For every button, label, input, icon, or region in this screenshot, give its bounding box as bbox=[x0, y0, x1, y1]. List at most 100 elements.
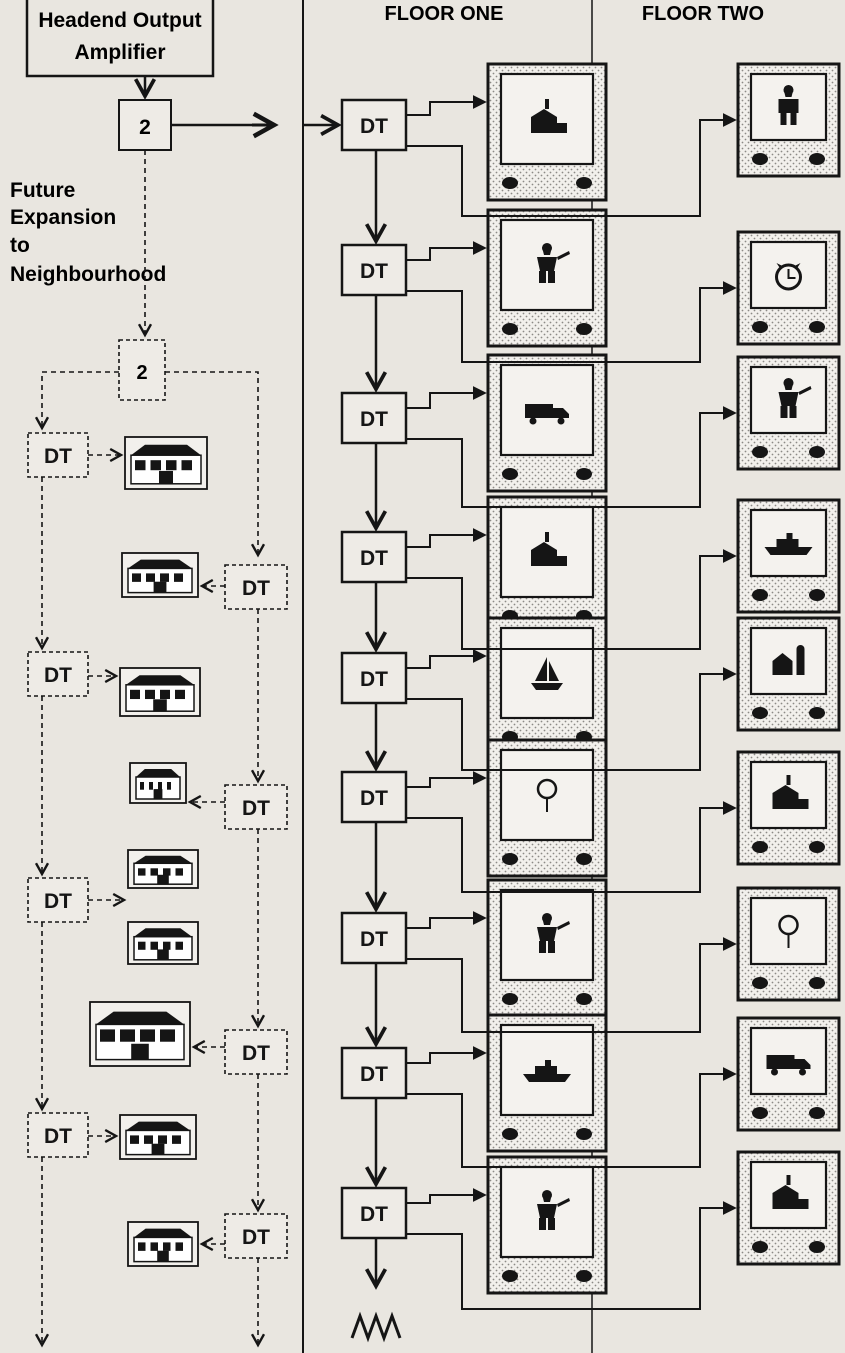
house-door bbox=[151, 1143, 165, 1155]
future-line4: Neighbourhood bbox=[10, 263, 166, 286]
floor-one-tv-4 bbox=[486, 495, 608, 635]
tv-knob-right bbox=[576, 1128, 592, 1140]
future-left-tap-2: DT bbox=[27, 651, 89, 697]
tap-box bbox=[224, 564, 288, 610]
house-roof bbox=[134, 1228, 193, 1238]
splitter-1 bbox=[118, 99, 172, 151]
house-icon bbox=[89, 1001, 191, 1067]
ship-icon bbox=[764, 533, 813, 555]
floor-one-tv-5 bbox=[486, 616, 608, 756]
house-icon bbox=[127, 849, 199, 889]
tv-knob-right bbox=[576, 468, 592, 480]
house-door bbox=[159, 470, 173, 484]
house-window bbox=[160, 1029, 175, 1042]
future-left-tap-4: DT bbox=[27, 1112, 89, 1158]
house-icon bbox=[127, 1221, 199, 1267]
tap-box bbox=[27, 877, 89, 923]
house-window bbox=[140, 782, 144, 790]
tap-box bbox=[340, 243, 408, 297]
house-window bbox=[138, 1242, 146, 1251]
house-roof bbox=[134, 855, 193, 864]
tv-knob-right bbox=[809, 707, 825, 719]
floor-one-tv-8 bbox=[486, 1013, 608, 1153]
tap-to-tv2-line bbox=[406, 113, 737, 217]
tv-knob-right bbox=[809, 321, 825, 333]
house-window bbox=[163, 868, 171, 876]
tap-label: DT bbox=[360, 1203, 388, 1226]
tap-label: DT bbox=[360, 408, 388, 431]
house-window bbox=[140, 1029, 155, 1042]
future-line3: to bbox=[10, 234, 30, 257]
sailboat-icon bbox=[531, 657, 563, 690]
tap-to-tv1-line bbox=[406, 1188, 487, 1204]
tap-to-tv1-line bbox=[406, 911, 487, 929]
floor-one-tv-1 bbox=[486, 62, 608, 202]
house-window bbox=[158, 782, 162, 790]
tap-box bbox=[27, 1112, 89, 1158]
balloon-icon bbox=[787, 934, 790, 948]
tap-label: DT bbox=[242, 1226, 270, 1249]
floor-one-tv-2 bbox=[486, 208, 608, 348]
house-window bbox=[166, 460, 177, 471]
tap-to-tv2-line bbox=[406, 937, 737, 1033]
house-window bbox=[145, 689, 155, 700]
tap-to-tv1-line bbox=[406, 95, 487, 116]
tv-knob-left bbox=[752, 1241, 768, 1253]
tap-box bbox=[340, 1046, 408, 1100]
house-roof bbox=[136, 769, 180, 777]
tv-screen bbox=[499, 748, 595, 842]
tv-knob-right bbox=[576, 993, 592, 1005]
house-roof bbox=[134, 928, 193, 937]
floor-one-tap-2: DT bbox=[340, 243, 408, 297]
tv-knob-left bbox=[752, 446, 768, 458]
floor-two-group bbox=[406, 62, 841, 1310]
floor-two-tv-9 bbox=[736, 1150, 841, 1266]
tv-knob-left bbox=[502, 323, 518, 335]
soldier-icon bbox=[778, 377, 812, 418]
tap-box bbox=[340, 391, 408, 445]
floor-two-tv-6 bbox=[736, 750, 841, 866]
tap-to-tv2-line bbox=[406, 801, 737, 893]
house-window bbox=[100, 1029, 115, 1042]
floor-two-tv-8 bbox=[736, 1016, 841, 1132]
floor-one-tap-9: DT bbox=[340, 1186, 408, 1240]
house-window bbox=[163, 941, 171, 950]
future-left-tap-1: DT bbox=[27, 432, 89, 478]
house-door bbox=[131, 1043, 149, 1060]
ship-icon bbox=[523, 1060, 571, 1082]
house-window bbox=[174, 573, 183, 582]
tv-knob-right bbox=[809, 446, 825, 458]
tv-knob-left bbox=[502, 853, 518, 865]
tap-box bbox=[224, 1213, 288, 1259]
house-window bbox=[130, 689, 140, 700]
future-line1: Future bbox=[10, 179, 75, 202]
house-window bbox=[149, 782, 153, 790]
floor-one-tap-5: DT bbox=[340, 651, 408, 705]
clock-icon bbox=[775, 263, 802, 291]
floor-two-tv-7 bbox=[736, 886, 841, 1002]
tap-box bbox=[340, 651, 408, 705]
soldier-icon bbox=[537, 243, 570, 283]
church-icon bbox=[772, 1175, 809, 1209]
tap-label: DT bbox=[360, 547, 388, 570]
tv-screen bbox=[749, 896, 828, 966]
tap-label: DT bbox=[44, 1125, 72, 1148]
left-trunk-start bbox=[42, 371, 119, 428]
future-left-tap-3: DT bbox=[27, 877, 89, 923]
future-right-tap-3: DT bbox=[224, 1029, 288, 1075]
house-window bbox=[138, 868, 146, 876]
house-window bbox=[160, 573, 169, 582]
truck-wheel-icon bbox=[557, 417, 565, 425]
floor-two-tv-1 bbox=[736, 62, 841, 178]
splitter-2 bbox=[118, 339, 166, 401]
house-window bbox=[138, 941, 146, 950]
house-window bbox=[175, 941, 183, 950]
floor-one-tap-4: DT bbox=[340, 530, 408, 584]
tap-label: DT bbox=[242, 1042, 270, 1065]
house-door bbox=[157, 949, 169, 960]
tap-label: DT bbox=[360, 1063, 388, 1086]
tv-knob-right bbox=[576, 853, 592, 865]
tap-to-tv2-line bbox=[406, 281, 737, 363]
splitter-2-label: 2 bbox=[136, 362, 147, 384]
